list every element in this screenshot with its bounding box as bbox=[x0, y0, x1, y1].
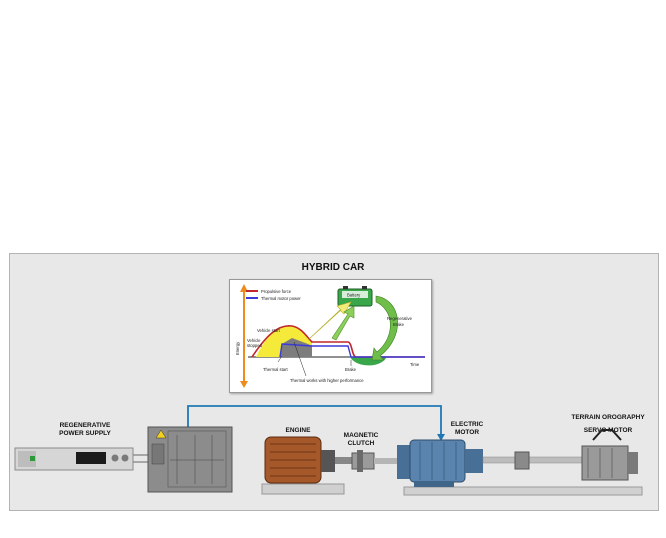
regen-arrow bbox=[371, 295, 398, 361]
propulsive-curve bbox=[251, 325, 425, 358]
electric-motor bbox=[397, 439, 643, 496]
regen-brake-label-1: Regenerative bbox=[387, 316, 413, 321]
engine-label: ENGINE bbox=[285, 427, 311, 434]
diagram-title: HYBRID CAR bbox=[301, 262, 365, 273]
energy-axis-arrow-down bbox=[240, 381, 248, 388]
energy-axis-label: Energy bbox=[235, 341, 240, 355]
charge-arrow bbox=[307, 301, 352, 341]
wiring-arrowhead bbox=[437, 434, 445, 441]
vehicle-stopped-label-1: Vehicle bbox=[247, 338, 261, 343]
wiring-line bbox=[187, 405, 442, 446]
legend-propulsive: Propulsive force bbox=[261, 289, 292, 294]
power-supply bbox=[14, 447, 134, 471]
brake-label: Brake bbox=[345, 367, 357, 372]
discharge-arrow bbox=[331, 305, 355, 341]
energy-chart-inset: Energy Time Propulsive force Thermal mot… bbox=[229, 279, 432, 393]
battery-label: Battery bbox=[347, 293, 361, 298]
thermal-higher-label: Thermal works with higher performance bbox=[290, 378, 364, 383]
legend-thermal: Thermal motor power bbox=[261, 296, 301, 301]
vehicle-start-label: Vehicle start bbox=[257, 328, 281, 333]
time-axis-label: Time bbox=[410, 362, 420, 367]
engine bbox=[261, 436, 353, 495]
magnetic-clutch bbox=[351, 450, 398, 472]
thermal-curve bbox=[279, 343, 425, 358]
terrain-servo-motor bbox=[581, 429, 638, 481]
energy-chart: Energy Time Propulsive force Thermal mot… bbox=[235, 284, 425, 388]
control-cabinet bbox=[147, 426, 233, 493]
vehicle-stopped-label-2: stopped bbox=[247, 343, 263, 348]
drive-shaft bbox=[482, 451, 584, 470]
thermal-start-label: Thermal start bbox=[263, 367, 289, 372]
regen-brake-label-2: Brake bbox=[393, 322, 405, 327]
